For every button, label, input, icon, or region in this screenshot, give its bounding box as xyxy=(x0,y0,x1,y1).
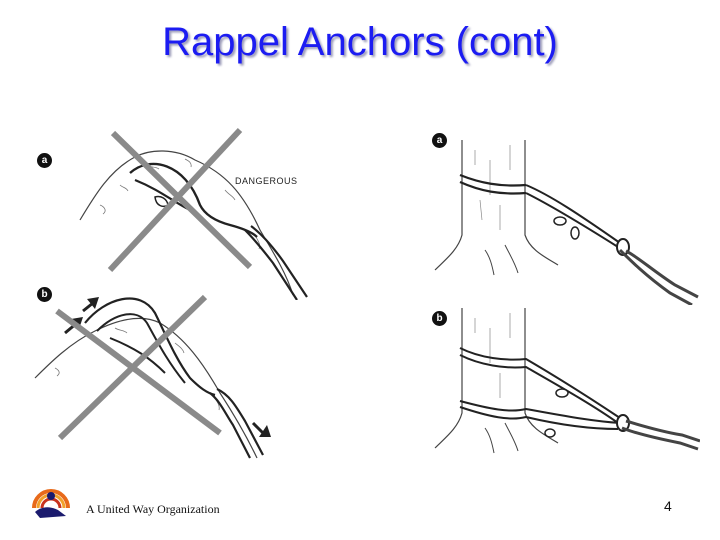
page-number: 4 xyxy=(664,498,672,514)
dangerous-label: DANGEROUS xyxy=(235,176,298,186)
cross-mark xyxy=(110,130,253,270)
footer-organization: A United Way Organization xyxy=(86,502,220,516)
figure-label: b xyxy=(37,287,52,302)
figure-label: a xyxy=(37,153,52,168)
figure-boulder-b: b xyxy=(25,283,315,463)
figure-boulder-a: a DANGEROUS xyxy=(25,115,315,300)
figure-label: b xyxy=(432,311,447,326)
figure-tree-b: b xyxy=(430,303,700,463)
figure-tree-a: a xyxy=(430,125,700,305)
figure-label: a xyxy=(432,133,447,148)
united-way-logo-icon xyxy=(30,482,72,525)
slide-title: Rappel Anchors (cont) xyxy=(162,20,558,64)
